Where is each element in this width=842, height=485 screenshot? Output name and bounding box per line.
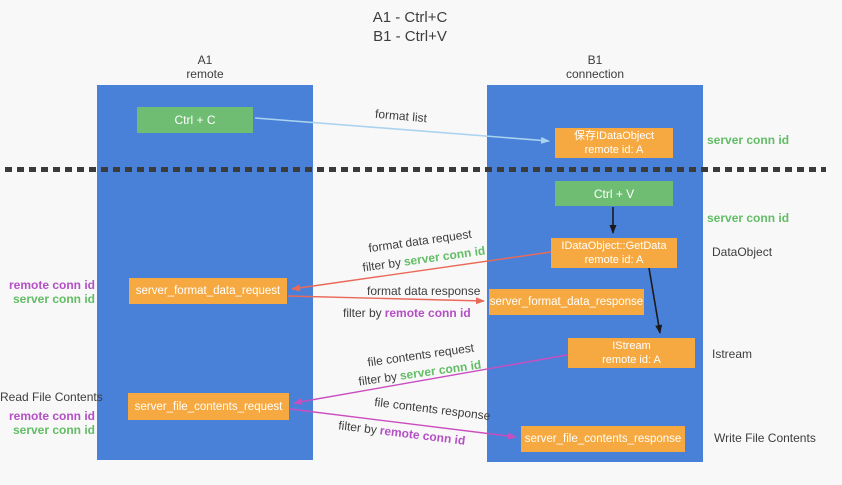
lane-header-b1: B1 connection [487,53,703,81]
file-response-label: server_file_contents_response [524,433,682,445]
node-ctrl-v: Ctrl + V [555,181,673,206]
annotation-remote-conn-id-2: remote conn id [8,409,95,423]
annotation-remote-conn-id-1: remote conn id [8,278,95,292]
node-ctrl-c: Ctrl + C [137,107,253,133]
istream-line2: remote id: A [602,354,661,366]
filter-remote-conn-id-1: remote conn id [384,306,471,320]
arrow-file-contents-response [289,408,517,440]
node-server-format-data-response: server_format_data_response [489,289,644,315]
annotation-istream: Istream [712,347,753,361]
node-idataobject-getdata: IDataObject::GetData remote id: A [551,238,677,268]
lane-a1-title: A1 [197,53,213,67]
session-divider-dashed-line [5,167,826,172]
save-dataobject-line2: remote id: A [584,144,644,156]
arrow-format-list [254,117,550,144]
arrow-format-data-request [291,251,552,292]
ctrl-c-label: Ctrl + C [174,113,216,127]
lane-header-a1: A1 remote [97,53,313,81]
arrow-format-data-response [287,295,485,305]
annotation-server-conn-id-1: server conn id [12,292,95,306]
file-request-label: server_file_contents_request [134,400,283,413]
annotation-conn-ids-format: remote conn id server conn id [0,278,95,306]
node-server-file-contents-response: server_file_contents_response [521,426,685,452]
arrow-getdata-to-istream [648,267,663,334]
lane-b1-title: B1 [587,53,603,67]
annotation-read-file-contents: Read File Contents [0,390,103,404]
node-server-format-data-request: server_format_data_request [129,278,287,304]
format-response-label: server_format_data_response [489,296,644,308]
ctrl-v-label: Ctrl + V [593,186,635,201]
lane-a1-subtitle: remote [186,67,224,81]
node-save-dataobject: 保存IDataObject remote id: A [555,128,673,158]
label-format-data-response: format data response [367,284,481,298]
getdata-line1: IDataObject::GetData [561,240,667,252]
diagram-title: A1 - Ctrl+C B1 - Ctrl+V [300,8,520,46]
node-server-file-contents-request: server_file_contents_request [128,393,289,420]
filter-by-text-2: filter by [343,306,382,320]
title-line-1: A1 - Ctrl+C [372,9,448,26]
title-line-2: B1 - Ctrl+V [373,28,447,45]
save-dataobject-line1: 保存IDataObject [573,130,655,142]
istream-line1: IStream [612,340,651,352]
annotation-write-file-contents: Write File Contents [714,431,816,445]
format-request-label: server_format_data_request [135,285,281,297]
getdata-line2: remote id: A [584,254,644,266]
lane-b1-subtitle: connection [565,67,625,81]
arrow-file-contents-request [293,354,568,406]
annotation-server-conn-id-top: server conn id [707,133,790,147]
annotation-server-conn-id-2: server conn id [12,423,95,437]
annotation-conn-ids-file: remote conn id server conn id [0,409,95,437]
annotation-server-conn-id-mid: server conn id [707,211,790,225]
annotation-dataobject: DataObject [712,245,773,259]
node-istream: IStream remote id: A [568,338,695,368]
